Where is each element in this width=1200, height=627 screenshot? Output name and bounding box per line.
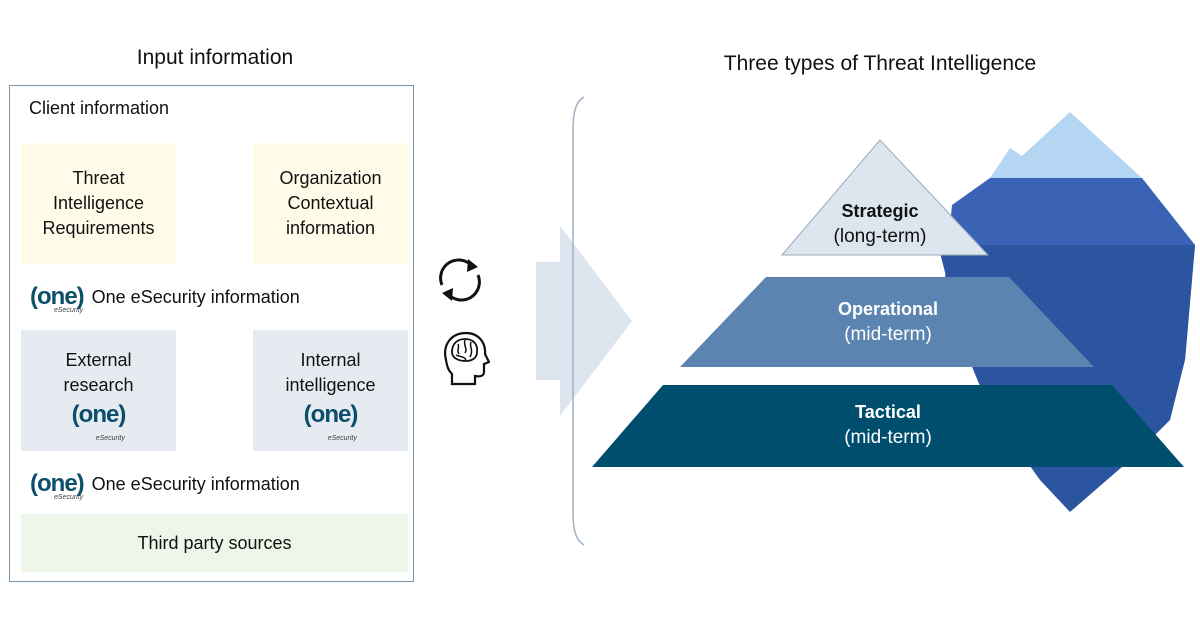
external-research-card: External research (one) eSecurity: [21, 330, 176, 451]
tier-name: Tactical: [855, 402, 921, 422]
third-party-sources-card: Third party sources: [21, 514, 408, 572]
refresh-cycle-icon: [439, 258, 481, 302]
strategic-label: Strategic (long-term): [780, 198, 980, 250]
card-line: Requirements: [42, 218, 155, 238]
operational-tier: [680, 277, 1094, 367]
client-information-label: Client information: [29, 98, 170, 118]
one-esecurity-logo: (one) eSecurity: [303, 401, 359, 442]
tier-term: (mid-term): [844, 427, 932, 448]
card-line: External: [65, 350, 132, 370]
card-line: research: [63, 375, 134, 395]
card-line: Contextual: [287, 193, 374, 213]
tier-term: (mid-term): [844, 324, 932, 345]
card-line: Threat: [72, 168, 125, 188]
tier-name: Strategic: [841, 201, 919, 221]
one-esecurity-label: One eSecurity information: [91, 286, 300, 307]
threat-pyramid: [592, 139, 1184, 467]
one-esecurity-logo: (one) eSecurity: [30, 470, 85, 501]
tactical-tier: [592, 385, 1184, 467]
one-esecurity-row-2: (one) eSecurity One eSecurity informatio…: [30, 470, 300, 501]
flow-arrow: [536, 226, 632, 416]
brace-divider: [572, 96, 585, 546]
card-line: information: [285, 218, 376, 238]
third-party-label: Third party sources: [137, 532, 292, 553]
operational-label: Operational (mid-term): [788, 296, 988, 348]
tactical-label: Tactical (mid-term): [788, 399, 988, 451]
one-esecurity-logo: (one) eSecurity: [71, 401, 127, 442]
card-line: intelligence: [285, 375, 376, 395]
brain-head-icon: [444, 331, 490, 386]
internal-intelligence-card: Internal intelligence (one) eSecurity: [253, 330, 408, 451]
one-esecurity-row-1: (one) eSecurity One eSecurity informatio…: [30, 283, 300, 314]
one-esecurity-logo: (one) eSecurity: [30, 283, 85, 314]
input-information-title: Input information: [136, 46, 294, 69]
card-line: Intelligence: [52, 193, 145, 213]
input-information-panel: Client information Threat Intelligence R…: [9, 85, 414, 582]
tier-term: (long-term): [833, 226, 927, 247]
strategic-tier: [780, 139, 990, 256]
one-esecurity-label: One eSecurity information: [91, 473, 300, 494]
card-line: Internal: [300, 350, 361, 370]
threat-requirements-card: Threat Intelligence Requirements: [21, 143, 176, 264]
tier-name: Operational: [837, 299, 939, 319]
organization-context-card: Organization Contextual information: [253, 143, 408, 264]
card-line: Organization: [279, 168, 382, 188]
iceberg-tip: [990, 112, 1142, 178]
threat-intelligence-title: Three types of Threat Intelligence: [723, 52, 1037, 75]
